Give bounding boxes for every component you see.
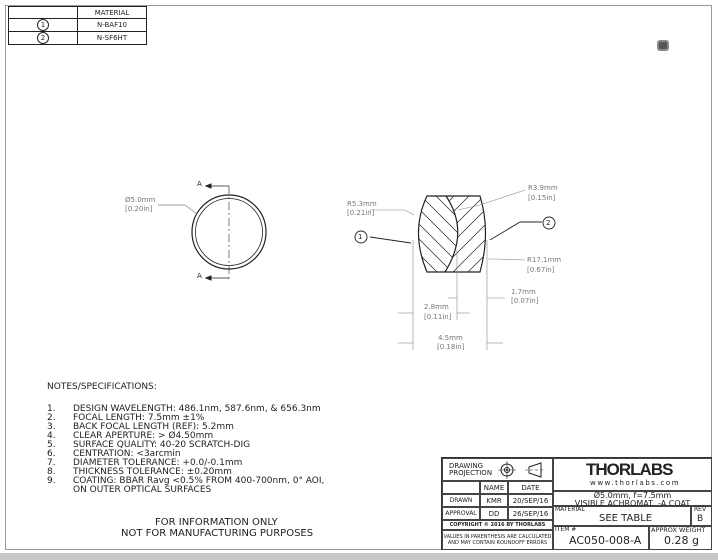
t1-dim-in: [0.11in]	[424, 313, 452, 321]
note-number: 1.	[47, 404, 56, 414]
r1-dim-in: [0.21in]	[347, 209, 375, 217]
note-item: 3. BACK FOCAL LENGTH (REF): 5.2mm	[47, 423, 324, 432]
item-value: AC050-008-A	[569, 534, 642, 547]
note-text: SURFACE QUALITY: 40-20 SCRATCH-DIG	[73, 440, 251, 450]
t1-dim: 2.8mm	[424, 303, 449, 311]
copyright: COPYRIGHT © 2016 BY THORLABS	[442, 520, 553, 530]
rev-value: B	[697, 514, 704, 524]
balloon-2-section: 2	[546, 219, 551, 227]
note-number: 4.	[47, 431, 56, 441]
values-note-1: VALUES IN PARENTHESIS ARE CALCULATED	[443, 534, 552, 540]
notes-title: NOTES/SPECIFICATIONS:	[47, 382, 157, 392]
name-header: NAME	[480, 481, 508, 494]
section-view	[354, 189, 556, 350]
note-number: 2.	[47, 413, 56, 423]
note-text: ON OUTER OPTICAL SURFACES	[73, 485, 212, 495]
material-2: N-SF6HT	[77, 31, 147, 45]
diameter-dim-in: [0.20in]	[125, 205, 153, 213]
note-item: 4. CLEAR APERTURE: > Ø4.50mm	[47, 432, 324, 441]
approval-name: DD	[480, 507, 508, 520]
values-note-2: AND MAY CONTAIN ROUNDOFF ERRORS	[447, 540, 548, 546]
r3-dim: R17.1mm	[527, 256, 562, 264]
item-label: ITEM #	[555, 526, 577, 533]
note-number: 8.	[47, 467, 56, 477]
note-text: DIAMETER TOLERANCE: +0.0/-0.1mm	[73, 458, 243, 468]
note-text: THICKNESS TOLERANCE: ±0.20mm	[73, 467, 232, 477]
note-item: 1. DESIGN WAVELENGTH: 486.1nm, 587.6nm, &…	[47, 405, 324, 414]
note-item: 7. DIAMETER TOLERANCE: +0.0/-0.1mm	[47, 459, 324, 468]
r1-dim: R5.3mm	[347, 200, 377, 208]
t2-dim-in: [0.07in]	[511, 297, 539, 305]
drawn-label: DRAWN	[442, 494, 480, 507]
weight-value: 0.28 g	[664, 534, 699, 547]
note-text: FOCAL LENGTH: 7.5mm ±1%	[73, 413, 205, 423]
notes: NOTES/SPECIFICATIONS: 1. DESIGN WAVELENGT…	[47, 383, 324, 495]
r2-dim: R3.9mm	[528, 184, 558, 192]
note-text: BACK FOCAL LENGTH (REF): 5.2mm	[73, 422, 234, 432]
note-text: COATING: BBAR Ravg <0.5% FROM 400-700nm,…	[73, 476, 325, 486]
r3-dim-in: [0.67in]	[527, 266, 555, 274]
note-item: 5. SURFACE QUALITY: 40-20 SCRATCH-DIG	[47, 441, 324, 450]
approval-label: APPROVAL	[442, 507, 480, 520]
material-value: SEE TABLE	[599, 513, 653, 524]
note-number: 9.	[47, 476, 56, 486]
front-view	[158, 183, 267, 281]
thorlabs-url: www.thorlabs.com	[590, 479, 681, 487]
description-line-2: VISIBLE ACHROMAT, -A COAT	[574, 499, 691, 508]
thorlabs-logo: THORLABS	[586, 460, 673, 479]
title-block: DRAWING PROJECTION NAME DATE DRAWN KMR 2…	[441, 457, 712, 550]
note-item: 8. THICKNESS TOLERANCE: ±0.20mm	[47, 468, 324, 477]
note-item: 6. CENTRATION: <3arcmin	[47, 450, 324, 459]
total-dim: 4.5mm	[438, 334, 463, 342]
sheet-border	[5, 5, 712, 550]
projection-icon	[498, 461, 545, 479]
approval-date: 26/SEP/16	[508, 507, 553, 520]
weight-label: APPROX WEIGHT	[651, 526, 706, 534]
note-item: ON OUTER OPTICAL SURFACES	[47, 486, 324, 495]
rev-label: REV	[694, 506, 707, 513]
note-number: 5.	[47, 440, 56, 450]
date-header: DATE	[508, 481, 553, 494]
balloon-2: 2	[37, 32, 49, 44]
disclaimer-line-2: NOT FOR MANUFACTURING PURPOSES	[121, 528, 314, 539]
r2-dim-in: [0.15in]	[528, 194, 556, 202]
balloon-1-section: 1	[358, 233, 363, 241]
note-text: CLEAR APERTURE: > Ø4.50mm	[73, 431, 214, 441]
note-number: 7.	[47, 458, 56, 468]
note-text: DESIGN WAVELENGTH: 486.1nm, 587.6nm, & 6…	[73, 404, 321, 414]
balloon-1: 1	[37, 19, 49, 31]
note-item: 9. COATING: BBAR Ravg <0.5% FROM 400-700n…	[47, 477, 324, 486]
lens-thumbnail-icon	[657, 40, 669, 51]
diameter-dim: Ø5.0mm	[125, 196, 156, 204]
projection-label: DRAWING PROJECTION	[449, 462, 493, 477]
note-number: 3.	[47, 422, 56, 432]
total-dim-in: [0.18in]	[437, 343, 465, 351]
note-text: CENTRATION: <3arcmin	[73, 449, 181, 459]
note-number	[47, 486, 73, 495]
drawn-name: KMR	[480, 494, 508, 507]
disclaimer-line-1: FOR INFORMATION ONLY	[155, 517, 278, 528]
section-label-top: A	[197, 180, 202, 188]
drawn-date: 20/SEP/16	[508, 494, 553, 507]
description-line-1: Ø5.0mm, f=7.5mm	[593, 491, 672, 500]
material-label: MATERIAL	[555, 506, 585, 513]
t2-dim: 1.7mm	[511, 288, 536, 296]
section-label-bottom: A	[197, 272, 202, 280]
note-number: 6.	[47, 449, 56, 459]
note-item: 2. FOCAL LENGTH: 7.5mm ±1%	[47, 414, 324, 423]
